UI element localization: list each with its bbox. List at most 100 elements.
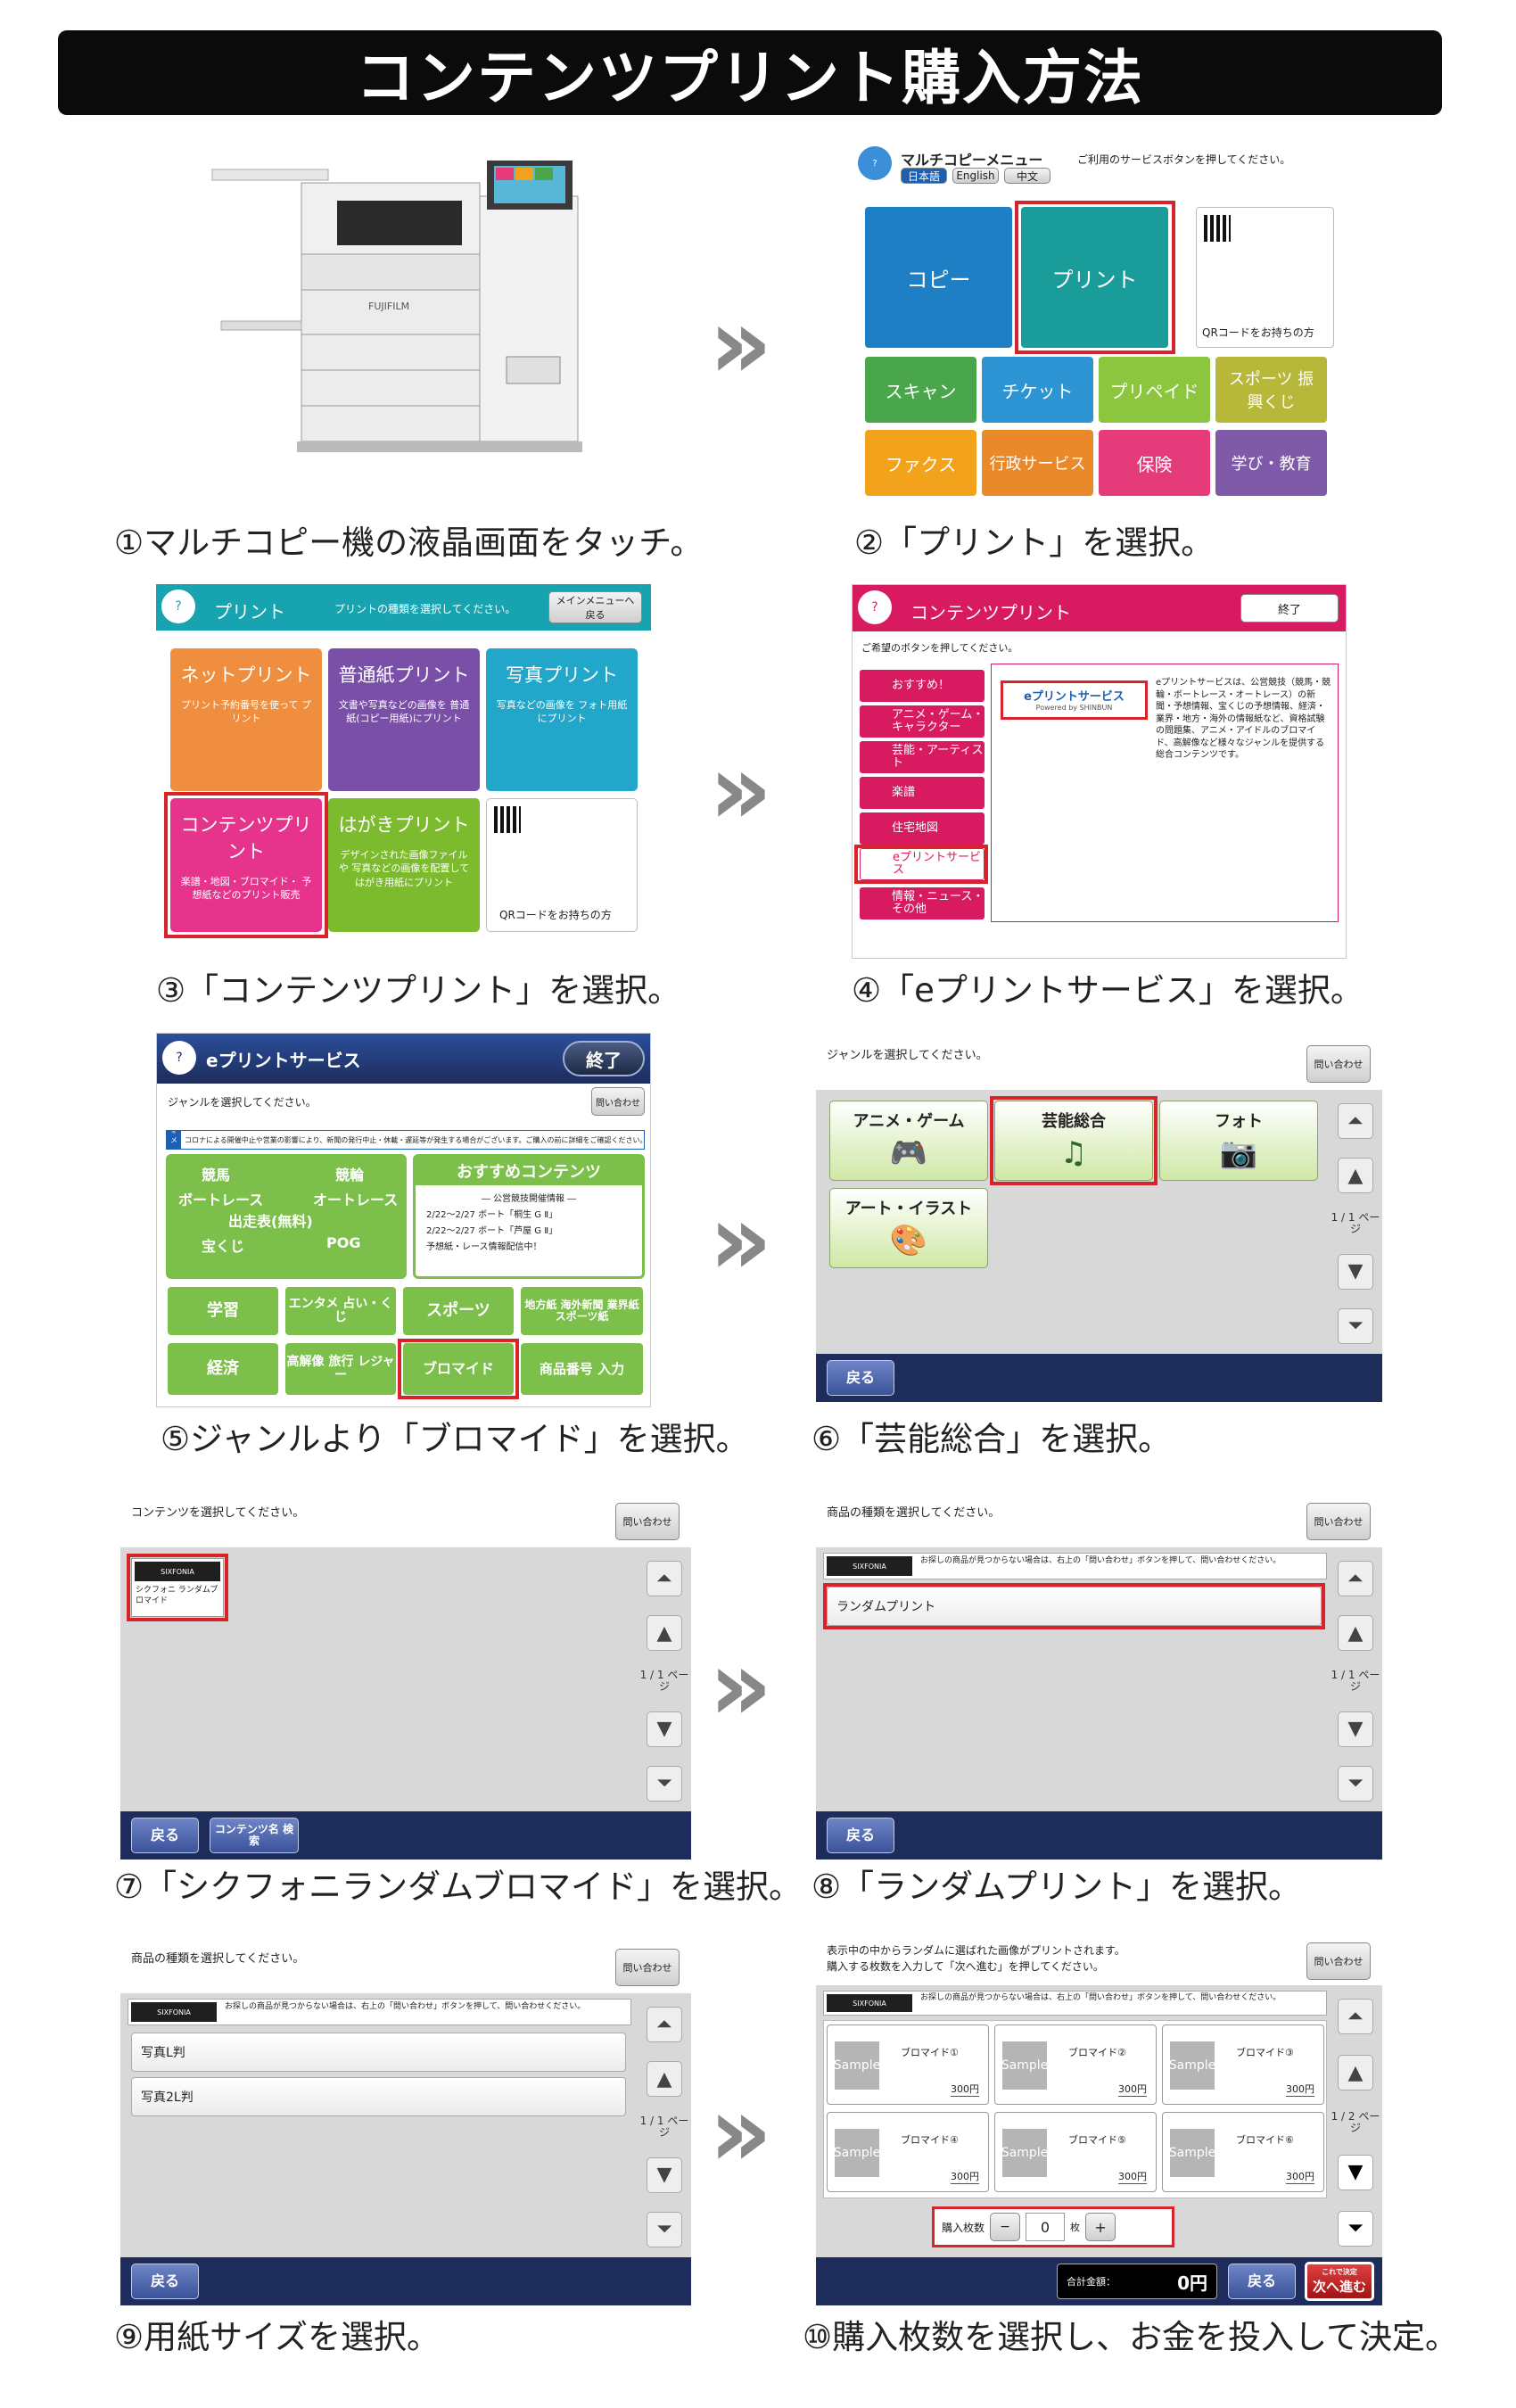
tile-postcard-print[interactable]: はがきプリント デザインされた画像ファイルや 写真などの画像を配置して はがき用… [328, 798, 480, 932]
help-icon[interactable]: ? [161, 590, 195, 623]
back-button[interactable]: 戻る [131, 2264, 199, 2299]
back-button[interactable]: 戻る [827, 1818, 894, 1853]
tile-ticket[interactable]: チケット [982, 357, 1093, 423]
tile-scan[interactable]: スキャン [865, 357, 976, 423]
content-item[interactable]: SIXFONIA シクフォニ ランダムブロマイド [131, 1558, 224, 1617]
back-button[interactable]: 戻る [1228, 2264, 1296, 2299]
next-button[interactable]: これで決定 次へ進む [1305, 2262, 1374, 2301]
inquiry-button[interactable]: 問い合わせ [615, 1949, 680, 1986]
eprint-instruction: ジャンルを選択してください。 [168, 1096, 317, 1109]
quantity-minus-button[interactable]: − [990, 2213, 1021, 2241]
tile-content-print[interactable]: コンテンツプリント 楽譜・地図・ブロマイド・ 予想紙などのプリント販売 [170, 798, 322, 932]
scroll-down-button[interactable]: ▼ [647, 1711, 682, 1747]
tile-photo-print[interactable]: 写真プリント 写真などの画像を フォト用紙にプリント [486, 648, 638, 791]
genre-photo[interactable]: フォト 📷 [1159, 1101, 1318, 1181]
side-item-housing-map[interactable]: 住宅地図 [860, 812, 985, 845]
genre-art-illustration[interactable]: アート・イラスト 🎨 [829, 1188, 988, 1268]
tile-plain-paper-print[interactable]: 普通紙プリント 文書や写真などの画像を 普通紙(コピー用紙)にプリント [328, 648, 480, 791]
scroll-bottom-button[interactable]: ⏷ [647, 2211, 682, 2247]
back-button[interactable]: 戻る [131, 1818, 199, 1853]
side-item-sheet-music[interactable]: 楽譜 [860, 777, 985, 809]
side-item-artist[interactable]: 芸能・アーティスト [860, 741, 985, 773]
help-icon[interactable]: ? [858, 146, 892, 180]
scroll-up-button[interactable]: ▲ [1338, 2055, 1373, 2091]
tile-fax[interactable]: ファクス [865, 430, 976, 496]
scroll-top-button[interactable]: ⏶ [647, 2007, 682, 2043]
tile-prepaid[interactable]: プリペイド [1099, 357, 1210, 423]
tile-net-print[interactable]: ネットプリント プリント予約番号を使って プリント [170, 648, 322, 791]
scroll-down-button[interactable]: ▼ [647, 2156, 682, 2193]
scroll-bottom-button[interactable]: ⏷ [1338, 2210, 1373, 2247]
keiba-block[interactable]: 競馬 競輪 ボートレース オートレース 出走表(無料) 宝くじ POG [166, 1154, 407, 1279]
tile-sports-lottery[interactable]: スポーツ 振興くじ [1215, 357, 1327, 423]
back-button[interactable]: 戻る [827, 1360, 894, 1396]
genre-economy[interactable]: 経済 [166, 1341, 280, 1397]
help-icon[interactable]: ? [162, 1041, 196, 1075]
paper-item-2l[interactable]: 写真2L判 [131, 2077, 626, 2116]
tile-copy[interactable]: コピー [865, 207, 1012, 348]
arrow-step7-to-8: » [709, 1629, 772, 1743]
side-item-info-news[interactable]: 情報・ニュース・ その他 [860, 887, 985, 919]
scroll-up-button[interactable]: ▲ [1338, 1615, 1373, 1652]
inquiry-button[interactable]: 問い合わせ [1306, 1503, 1371, 1540]
sample-card-4[interactable]: Sample ブロマイド④ 300円 [827, 2112, 989, 2192]
eprint-end-button[interactable]: 終了 [563, 1041, 645, 1076]
back-to-main-button[interactable]: メインメニューへ戻る [548, 591, 642, 623]
tile-print[interactable]: プリント [1021, 207, 1168, 348]
qr-tile[interactable]: QRコードをお持ちの方 [1196, 207, 1334, 348]
lang-chinese[interactable]: 中文 [1004, 168, 1050, 184]
genre-study[interactable]: 学習 [166, 1285, 280, 1337]
scroll-bottom-button[interactable]: ⏷ [647, 1765, 682, 1802]
genre-travel[interactable]: 高解像 旅行 レジャー [284, 1341, 398, 1397]
qr-code-icon [494, 806, 521, 833]
scroll-top-button[interactable]: ⏶ [1338, 1103, 1373, 1140]
sample-card-6[interactable]: Sample ブロマイド⑥ 300円 [1162, 2112, 1324, 2192]
genre-anime-game[interactable]: アニメ・ゲーム 🎮 [829, 1101, 988, 1181]
side-item-anime-game[interactable]: アニメ・ゲーム・ キャラクター [860, 705, 985, 738]
scroll-up-button[interactable]: ▲ [647, 2061, 682, 2098]
scroll-up-button[interactable]: ▲ [647, 1615, 682, 1652]
inquiry-button[interactable]: 問い合わせ [1306, 1942, 1371, 1980]
tile-insurance[interactable]: 保険 [1099, 430, 1210, 496]
end-button[interactable]: 終了 [1240, 594, 1339, 623]
genre-product-number[interactable]: 商品番号 入力 [519, 1341, 645, 1397]
sample-card-5[interactable]: Sample ブロマイド⑤ 300円 [994, 2112, 1157, 2192]
sample-card-3[interactable]: Sample ブロマイド③ 300円 [1162, 2025, 1324, 2105]
tile-gov-service[interactable]: 行政サービス [982, 430, 1093, 496]
inquiry-button[interactable]: 問い合わせ [591, 1087, 645, 1116]
genre-sports[interactable]: スポーツ [401, 1285, 515, 1337]
qr-tile[interactable]: QRコードをお持ちの方 [486, 798, 638, 932]
scroll-top-button[interactable]: ⏶ [1338, 1561, 1373, 1597]
scroll-down-button[interactable]: ▼ [1338, 1711, 1373, 1747]
quantity-value[interactable]: 0 [1026, 2213, 1066, 2241]
recommend-block[interactable]: おすすめコンテンツ ― 公営競技開催情報 ― 2/22〜2/27 ボート「桐生 … [413, 1154, 645, 1279]
scroll-top-button[interactable]: ⏶ [647, 1561, 682, 1597]
scroll-down-button[interactable]: ▼ [1338, 2154, 1373, 2190]
inquiry-button[interactable]: 問い合わせ [1306, 1045, 1371, 1083]
sample-card-2[interactable]: Sample ブロマイド② 300円 [994, 2025, 1157, 2105]
genre-newspapers[interactable]: 地方紙 海外新聞 業界紙 スポーツ紙 [519, 1285, 645, 1337]
scroll-down-button[interactable]: ▼ [1338, 1253, 1373, 1290]
quantity-plus-button[interactable]: + [1085, 2213, 1116, 2241]
sample-card-1[interactable]: Sample ブロマイド① 300円 [827, 2025, 989, 2105]
scroll-bottom-button[interactable]: ⏷ [1338, 1765, 1373, 1802]
genre-entertainment-general[interactable]: 芸能総合 ♫ [994, 1101, 1153, 1181]
side-item-eprint[interactable]: eプリントサービス [860, 848, 985, 880]
inquiry-button[interactable]: 問い合わせ [615, 1503, 680, 1540]
content-search-button[interactable]: コンテンツ名 検索 [210, 1818, 299, 1853]
eprint-logo[interactable]: eプリントサービス Powered by SHINBUN [1001, 680, 1148, 720]
paper-item-l[interactable]: 写真L判 [131, 2033, 626, 2072]
scroll-top-button[interactable]: ⏶ [1338, 1999, 1373, 2035]
tile-education[interactable]: 学び・教育 [1215, 430, 1327, 496]
scroll-up-button[interactable]: ▲ [1338, 1158, 1373, 1194]
paper-note-strip: SIXFONIA お探しの商品が見つからない場合は、右上の「問い合わせ」ボタンを… [128, 1999, 631, 2025]
qr-tile-label: QRコードをお持ちの方 [499, 909, 612, 921]
lang-english[interactable]: English [952, 168, 999, 184]
genre-entertainment[interactable]: エンタメ 占い・くじ [284, 1285, 398, 1337]
scroll-bottom-button[interactable]: ⏷ [1338, 1307, 1373, 1344]
help-icon[interactable]: ? [858, 590, 892, 624]
side-item-recommend[interactable]: おすすめ！ [860, 670, 985, 702]
product-item-random-print[interactable]: ランダムプリント [827, 1587, 1322, 1626]
genre-bromide[interactable]: ブロマイド [401, 1341, 515, 1397]
lang-japanese[interactable]: 日本語 [901, 168, 947, 184]
